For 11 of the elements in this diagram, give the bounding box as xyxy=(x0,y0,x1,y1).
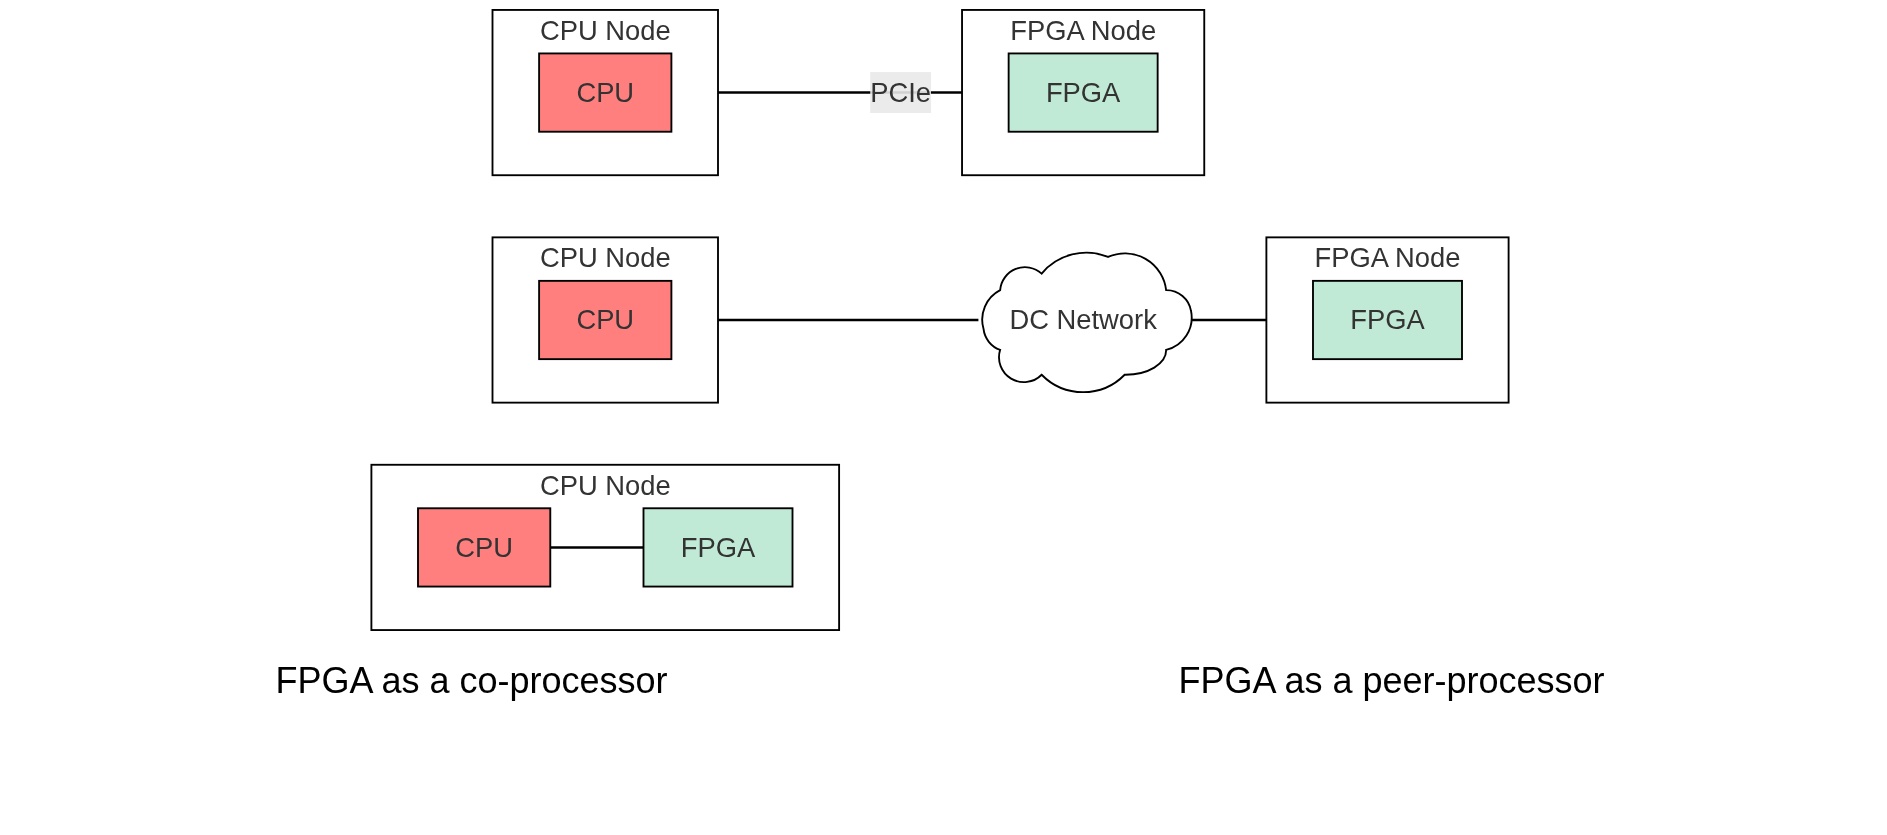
caption-text: FPGA as a co-processor xyxy=(274,660,669,702)
node-box: FPGA xyxy=(642,507,794,588)
node-box: CPU xyxy=(538,52,673,133)
edge-label: PCIe xyxy=(870,77,931,109)
node-box: FPGA xyxy=(1007,52,1159,133)
node-box: FPGA xyxy=(1312,279,1463,361)
node-box: CPU xyxy=(417,507,552,588)
node-box: CPU xyxy=(538,279,673,361)
connector xyxy=(718,318,979,322)
caption-text: FPGA as a peer-processor xyxy=(1177,660,1606,702)
connector xyxy=(550,546,644,549)
